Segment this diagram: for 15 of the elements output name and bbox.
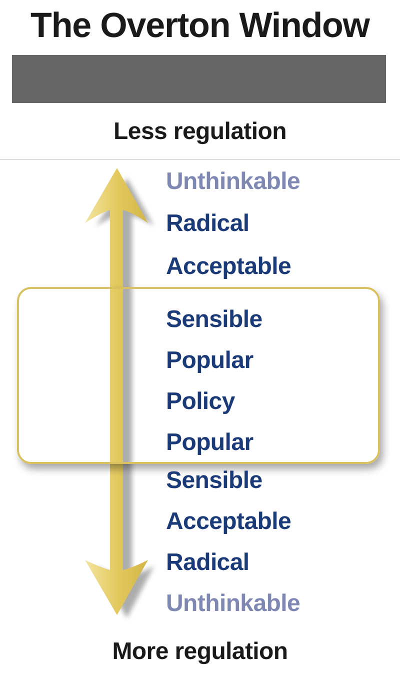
- title: The Overton Window: [30, 6, 370, 46]
- axis-end-label: More regulation: [112, 638, 288, 666]
- scale-label: Unthinkable: [166, 590, 300, 618]
- scale-label: Acceptable: [166, 508, 292, 536]
- scale-label: Radical: [166, 549, 250, 577]
- scale-label: Sensible: [166, 306, 262, 334]
- scale-label: Acceptable: [166, 253, 292, 281]
- scale-label: Radical: [166, 210, 250, 238]
- axis-end-label: Less regulation: [114, 118, 286, 146]
- scale-label: Popular: [166, 429, 254, 457]
- scale-label: Policy: [166, 388, 235, 416]
- scale-label: Unthinkable: [166, 168, 300, 196]
- scale-label: Popular: [166, 347, 254, 375]
- scale-label: Sensible: [166, 467, 262, 495]
- window-box: [17, 287, 380, 464]
